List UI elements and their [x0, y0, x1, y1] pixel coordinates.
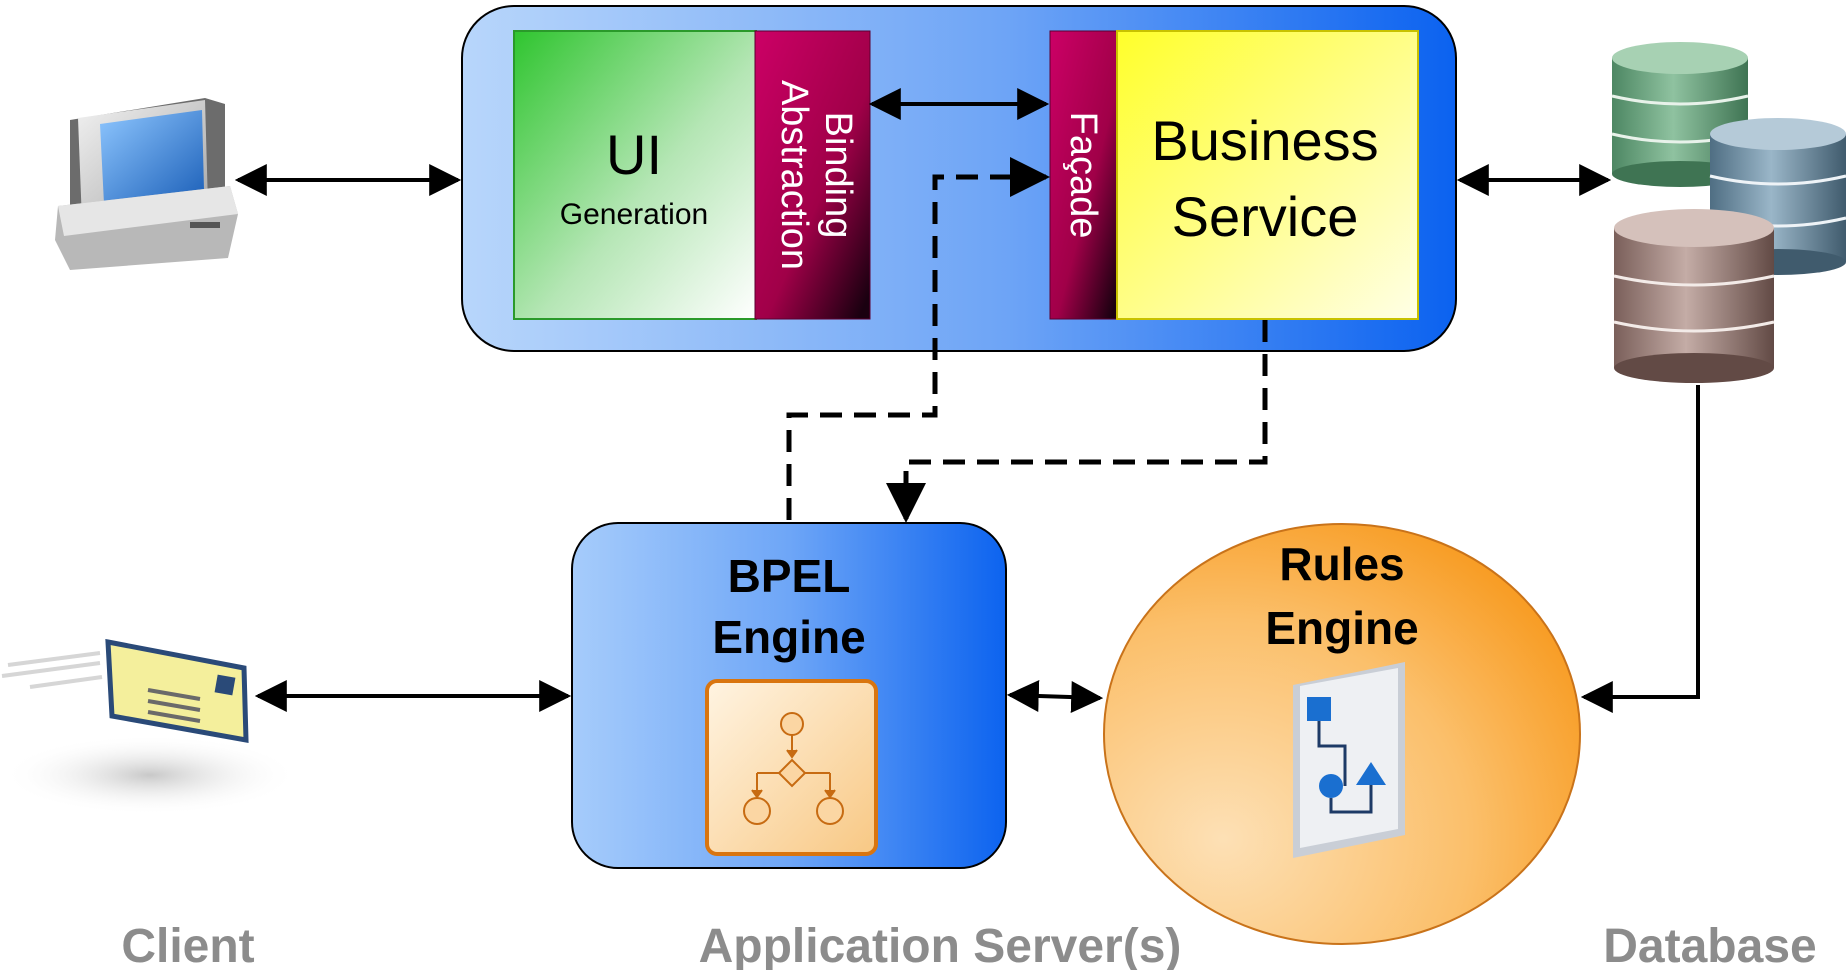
business-service-line2: Service [1172, 185, 1359, 248]
arrow-database-rules [1580, 385, 1700, 713]
database-stack-icon [1611, 42, 1847, 383]
rules-engine-line2: Engine [1265, 602, 1418, 654]
dashed-business-to-bpel [886, 320, 1268, 523]
solid-connectors [234, 88, 1700, 714]
facade-box: Façade [1049, 30, 1119, 320]
tier-labels: Client Application Server(s) Database [121, 920, 1816, 970]
business-service-box: Business Service [1116, 30, 1419, 320]
ui-generation-box: UI Generation [513, 30, 757, 320]
desktop-computer-icon [55, 98, 238, 270]
bpel-engine-box: BPEL Engine [571, 522, 1007, 869]
rules-document-icon [1293, 662, 1405, 858]
arrow-bpel-rules [1006, 679, 1104, 714]
dashed-connectors [786, 157, 1268, 523]
ui-generation-title: UI [606, 123, 662, 186]
facade-label: Façade [1062, 112, 1104, 239]
binding-abstraction-line1: Binding [817, 112, 859, 239]
business-service-line1: Business [1151, 109, 1378, 172]
bpel-engine-line1: BPEL [728, 550, 851, 602]
tier-label-client: Client [121, 920, 254, 970]
bpel-engine-line2: Engine [712, 611, 865, 663]
binding-abstraction-line2: Abstraction [773, 80, 815, 270]
email-envelope-icon [1, 638, 298, 815]
tier-label-application-servers: Application Server(s) [699, 920, 1182, 970]
rules-engine-shape: Rules Engine [1103, 523, 1581, 945]
rules-engine-line1: Rules [1279, 538, 1404, 590]
bpel-workflow-icon [705, 679, 878, 856]
tier-label-database: Database [1603, 920, 1816, 970]
ui-generation-subtitle: Generation [560, 198, 708, 231]
binding-abstraction-box: Binding Abstraction [754, 30, 871, 320]
dashed-bpel-to-facade [786, 157, 1050, 520]
